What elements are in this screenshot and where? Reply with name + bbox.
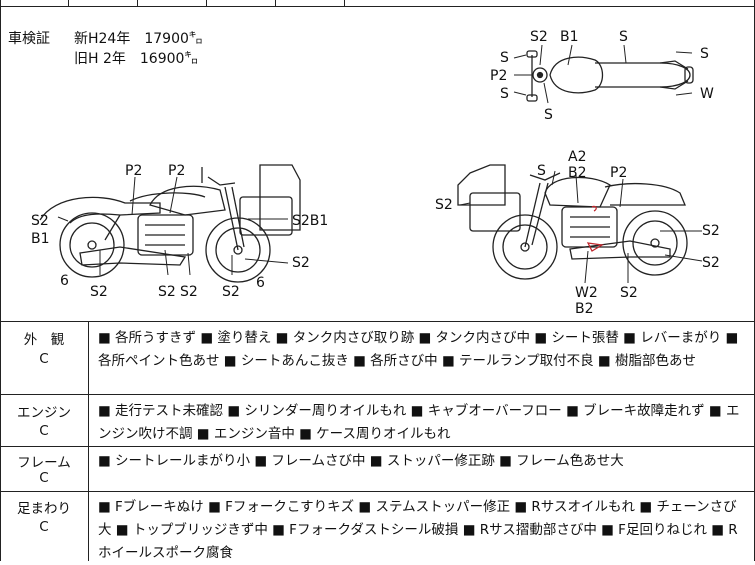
left-view-label: P2	[168, 163, 185, 179]
condition-label: 外 観	[23, 332, 65, 348]
right-view-label: S2	[435, 197, 453, 213]
left-view-label: S2	[90, 284, 108, 300]
top-view-label: W	[700, 86, 714, 102]
condition-text: ■ Fブレーキぬけ ■ Fフォークこすりキズ ■ ステムストッパー修正 ■ Rサ…	[98, 499, 738, 561]
left-view-label: S2	[158, 284, 176, 300]
table-row-border	[0, 446, 755, 447]
condition-label: エンジン	[17, 405, 71, 421]
motorcycle-left-view: P2 P2 S2 B1 S2B1 S2 6 S2 S2 S2 S2 6	[31, 163, 328, 300]
left-border	[0, 0, 1, 561]
right-view-label: S2	[702, 255, 720, 271]
right-view-label: B2	[568, 165, 587, 181]
condition-text: ■ 走行テスト未確認 ■ シリンダー周りオイルもれ ■ キャブオーバーフロー ■…	[98, 403, 740, 442]
certificate-label: 車検証	[8, 31, 50, 47]
motorcycle-right-view: A2 S B2 P2 S2 S2 S2 W2 B2 S2	[435, 149, 720, 317]
top-cell-divider	[344, 0, 345, 6]
table-row-border	[0, 394, 755, 395]
top-cell-divider	[275, 0, 276, 6]
top-view-label: S2	[530, 29, 548, 45]
left-view-label: 6	[60, 273, 69, 289]
condition-grade: C	[39, 519, 49, 535]
right-view-label: S2	[702, 223, 720, 239]
condition-grade: C	[39, 470, 49, 486]
condition-grade: C	[39, 423, 49, 439]
table-column-divider	[88, 321, 89, 561]
left-view-label: 6	[256, 275, 265, 291]
right-view-label: P2	[610, 165, 627, 181]
right-view-label: S	[537, 163, 546, 179]
top-view-label: S	[500, 50, 509, 66]
left-view-label: S2	[292, 255, 310, 271]
left-view-label: S2	[180, 284, 198, 300]
left-view-label: S2	[222, 284, 240, 300]
condition-label: フレーム	[17, 455, 71, 471]
left-view-label: B1	[31, 231, 50, 247]
top-view-label: S	[619, 29, 628, 45]
top-view-label: S	[700, 46, 709, 62]
top-cell-divider	[68, 0, 69, 6]
certificate-old-line: 旧H 2年 16900㌔	[74, 51, 199, 67]
top-cell-divider	[206, 0, 207, 6]
condition-grade: C	[39, 351, 49, 367]
top-view-label: S	[500, 86, 509, 102]
condition-text: ■ 各所うすきず ■ 塗り替え ■ タンク内さび取り跡 ■ タンク内さび中 ■ …	[98, 330, 739, 369]
top-cell-divider	[137, 0, 138, 6]
top-view-label: S	[544, 107, 553, 123]
left-view-label: S2B1	[292, 213, 328, 229]
top-view-label: P2	[490, 68, 507, 84]
left-view-label: P2	[125, 163, 142, 179]
condition-text: ■ シートレールまがり小 ■ フレームさび中 ■ ストッパー修正跡 ■ フレーム…	[98, 453, 624, 469]
condition-label: 足まわり	[17, 501, 71, 517]
right-view-label: B2	[575, 301, 594, 317]
table-top-border	[0, 321, 755, 322]
top-row-border	[0, 6, 755, 7]
top-view-label: B1	[560, 29, 579, 45]
right-view-label: S2	[620, 285, 638, 301]
left-view-label: S2	[31, 213, 49, 229]
motorcycle-top-view: S2 B1 S S S P2 S S W	[490, 29, 714, 123]
table-row-border	[0, 491, 755, 492]
certificate-new-line: 新H24年 17900㌔	[74, 31, 203, 47]
right-view-label: W2	[575, 285, 598, 301]
right-view-label: A2	[568, 149, 586, 165]
